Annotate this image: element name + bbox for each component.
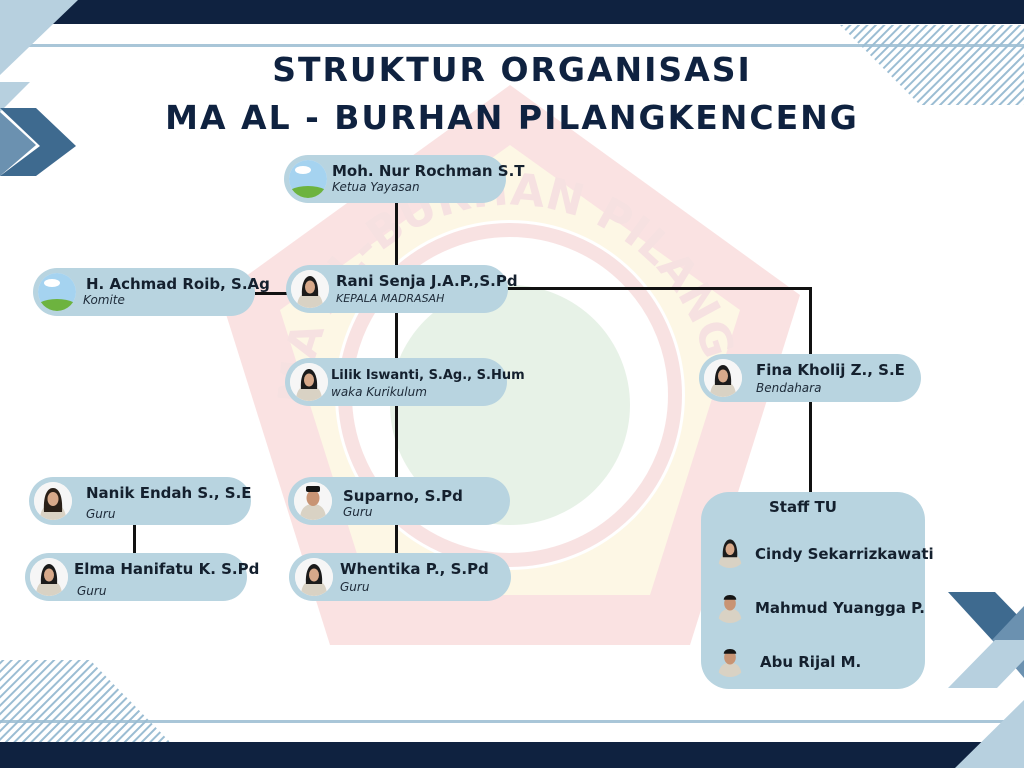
node-komite[interactable]: H. Achmad Roib, S.Ag Komite <box>33 268 270 316</box>
node-kepala-madrasah[interactable]: Rani Senja J.A.P.,S.Pd KEPALA MADRASAH <box>286 265 518 313</box>
avatar-woman-icon <box>34 482 72 520</box>
top-thin-line <box>0 44 1024 47</box>
avatar-man-icon <box>713 643 747 677</box>
connector-line <box>507 287 812 290</box>
bottom-thin-line <box>0 720 1024 723</box>
node-waka-kurikulum[interactable]: Lilik Iswanti, S.Ag., S.Hum waka Kurikul… <box>285 358 525 406</box>
node-role: waka Kurikulum <box>331 385 427 399</box>
avatar-hijab-icon <box>291 270 329 308</box>
landscape-icon <box>38 273 76 311</box>
bottom-navy-bar <box>0 742 1024 768</box>
node-bendahara[interactable]: Fina Kholij Z., S.E Bendahara <box>699 354 921 402</box>
node-guru-nanik[interactable]: Nanik Endah S., S.E Guru <box>29 477 252 525</box>
landscape-icon <box>289 160 327 198</box>
staff-member-name: Cindy Sekarrizkawati <box>755 545 934 563</box>
node-role: Guru <box>340 580 370 594</box>
staff-tu-panel[interactable]: Staff TU Cindy Sekarrizkawati Mahmud Yua… <box>701 492 934 689</box>
page-title-line-2: MA AL - BURHAN PILANGKENCENG <box>165 98 859 137</box>
node-guru-elma[interactable]: Elma Hanifatu K. S.Pd Guru <box>25 553 259 601</box>
node-name: Rani Senja J.A.P.,S.Pd <box>336 272 518 290</box>
node-name: Fina Kholij Z., S.E <box>756 361 905 379</box>
connector-line <box>255 292 287 295</box>
node-name: Nanik Endah S., S.E <box>86 484 252 502</box>
node-ketua-yayasan[interactable]: Moh. Nur Rochman S.T Ketua Yayasan <box>284 155 525 203</box>
avatar-hijab-icon <box>713 534 747 568</box>
node-role: Guru <box>343 505 373 519</box>
node-name: Whentika P., S.Pd <box>340 560 489 578</box>
avatar-man-icon <box>713 589 747 623</box>
node-role: Guru <box>86 507 116 521</box>
staff-member-name: Abu Rijal M. <box>760 653 862 671</box>
page-title-line-1: STRUKTUR ORGANISASI <box>272 50 752 89</box>
connector-line <box>133 524 136 556</box>
node-guru-whentika[interactable]: Whentika P., S.Pd Guru <box>289 553 511 601</box>
avatar-hijab-icon <box>704 359 742 397</box>
node-name: H. Achmad Roib, S.Ag <box>86 275 270 293</box>
node-role: Komite <box>83 293 125 307</box>
avatar-man-icon <box>294 482 332 520</box>
node-role: Bendahara <box>756 381 822 395</box>
staff-tu-title: Staff TU <box>769 498 837 516</box>
node-role: Ketua Yayasan <box>332 180 420 194</box>
avatar-hijab-icon <box>295 558 333 596</box>
staff-member-name: Mahmud Yuangga P. <box>755 599 926 617</box>
node-role: Guru <box>77 584 107 598</box>
node-name: Lilik Iswanti, S.Ag., S.Hum <box>331 368 525 383</box>
avatar-hijab-icon <box>290 363 328 401</box>
node-guru-suparno[interactable]: Suparno, S.Pd Guru <box>288 477 510 525</box>
avatar-hijab-icon <box>30 558 68 596</box>
node-name: Moh. Nur Rochman S.T <box>332 162 525 180</box>
node-role: KEPALA MADRASAH <box>336 292 445 305</box>
node-name: Suparno, S.Pd <box>343 487 463 505</box>
top-navy-bar <box>0 0 1024 24</box>
node-name: Elma Hanifatu K. S.Pd <box>74 560 260 578</box>
